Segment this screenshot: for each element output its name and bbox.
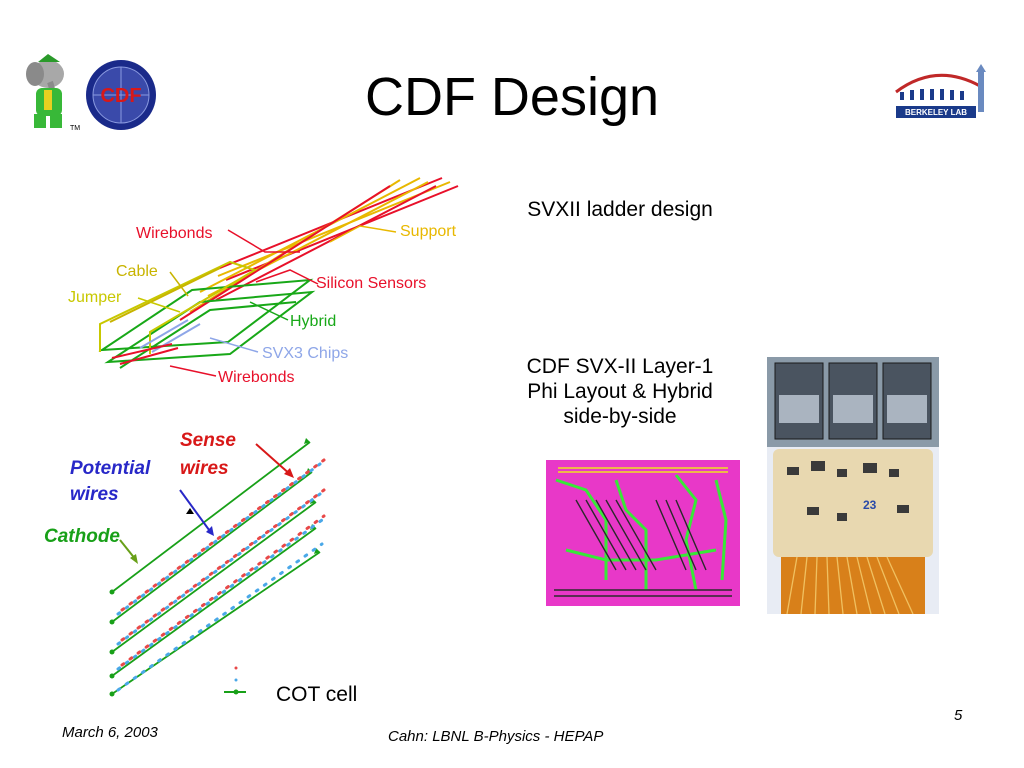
potential-wires-label-1: Potential bbox=[70, 458, 151, 479]
wirebonds-bottom-label: Wirebonds bbox=[218, 369, 294, 386]
layout-caption: CDF SVX-II Layer-1 Phi Layout & Hybrid s… bbox=[480, 354, 760, 429]
layout-caption-line-1: CDF SVX-II Layer-1 bbox=[526, 355, 714, 378]
berkeley-lab-text: BERKELEY LAB bbox=[905, 108, 967, 117]
cot-cell-caption: COT cell bbox=[276, 683, 358, 706]
support-label: Support bbox=[400, 223, 457, 240]
cdf-logo-text: CDF bbox=[100, 85, 141, 107]
hybrid-photo: 23 bbox=[767, 357, 939, 614]
sense-wires-label-2: wires bbox=[180, 458, 229, 479]
svg-text:23: 23 bbox=[863, 498, 877, 512]
footer-date: March 6, 2003 bbox=[62, 724, 158, 741]
page-number: 5 bbox=[954, 707, 963, 724]
babar-mascot-logo: TM bbox=[26, 54, 80, 132]
layout-caption-line-3: side-by-side bbox=[563, 405, 677, 428]
slide-title: CDF Design bbox=[364, 67, 660, 127]
jumper-label: Jumper bbox=[68, 289, 122, 306]
cable-label: Cable bbox=[116, 263, 158, 280]
cathode-label: Cathode bbox=[44, 526, 120, 547]
sense-wires-label-1: Sense bbox=[180, 430, 236, 451]
svx3-chips-label: SVX3 Chips bbox=[262, 345, 348, 362]
svx-ladder-caption: SVXII ladder design bbox=[527, 198, 713, 221]
wirebonds-top-label: Wirebonds bbox=[136, 225, 212, 242]
trademark-text: TM bbox=[70, 125, 80, 132]
silicon-sensors-label: Silicon Sensors bbox=[316, 275, 426, 292]
berkeley-lab-logo: BERKELEY LAB bbox=[895, 64, 986, 118]
potential-wires-label-2: wires bbox=[70, 484, 119, 505]
cot-cell-diagram: Sense wires Potential wires Cathode bbox=[44, 430, 326, 697]
footer-author: Cahn: LBNL B-Physics - HEPAP bbox=[388, 728, 604, 745]
svx-ladder-diagram: Wirebonds Support Cable Silicon Sensors … bbox=[68, 177, 459, 386]
cot-cell-legend-glyph bbox=[224, 666, 246, 695]
cdf-logo: CDF bbox=[86, 60, 156, 130]
hybrid-label: Hybrid bbox=[290, 313, 336, 330]
phi-layout-image bbox=[546, 460, 740, 606]
layout-caption-line-2: Phi Layout & Hybrid bbox=[527, 380, 713, 403]
